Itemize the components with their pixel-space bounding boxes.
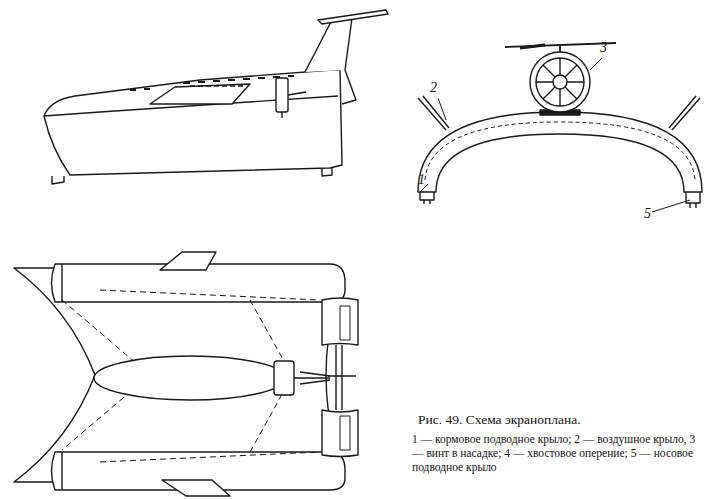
side-view bbox=[44, 10, 388, 184]
figure-key: 1 — кормовое подводное крыло; 2 — воздуш… bbox=[412, 432, 704, 474]
front-view bbox=[418, 43, 702, 208]
callout-number: 1 bbox=[418, 172, 425, 188]
top-view bbox=[14, 252, 358, 496]
callout-number: 5 bbox=[644, 206, 651, 222]
callout-number: 3 bbox=[600, 40, 607, 56]
figure-caption: Рис. 49. Схема экраноплана. bbox=[418, 412, 581, 428]
leader-lines bbox=[420, 58, 690, 212]
callout-number: 2 bbox=[430, 80, 437, 96]
